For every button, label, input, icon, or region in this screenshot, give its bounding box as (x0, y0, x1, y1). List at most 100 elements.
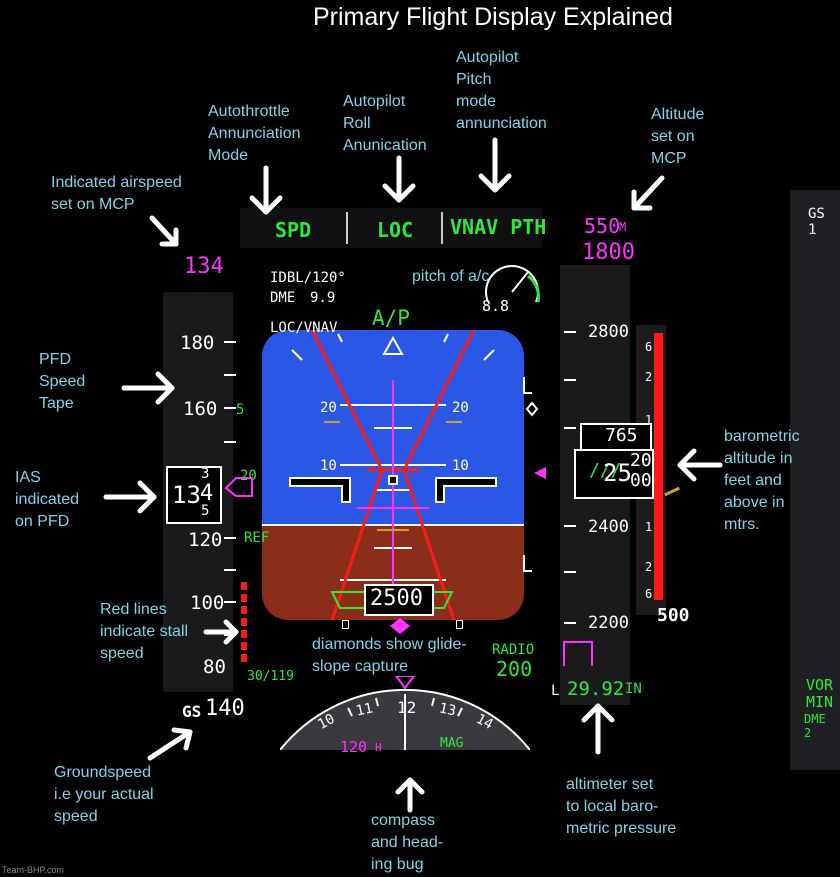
fma-bar (240, 208, 542, 248)
fma-divider (346, 212, 348, 244)
right-vor: VOR (806, 676, 834, 694)
arrow-altimeter-icon (581, 703, 615, 755)
speed-tick-180: 180 (180, 332, 215, 354)
glideslope-pointer (534, 467, 546, 479)
minimums-bracket (563, 641, 593, 666)
current-speed-roll-top: 3 (201, 466, 210, 482)
fma-divider (441, 212, 443, 244)
groundspeed-value: 140 (205, 696, 245, 721)
bank-pointer (382, 335, 404, 355)
fma-pitch: VNAV PTH (450, 215, 547, 239)
nav-mode: LOC/VNAV (270, 320, 338, 336)
deviation-mark-right (456, 620, 463, 629)
compass-tick-12: 12 (397, 698, 417, 717)
attitude-indicator: 20 10 10 20 (262, 330, 524, 620)
stall-speed-bar (241, 582, 247, 666)
mcp-altitude-meters-unit: M (619, 220, 627, 234)
flap-speed-5: 5 (236, 402, 245, 418)
vsi-scale-2-top: 2 (645, 370, 653, 384)
right-instrument-bezel (790, 190, 840, 770)
current-speed-small: 4 (200, 481, 214, 506)
vsi-scale-1-bottom: 1 (645, 520, 653, 534)
baro-label: L (551, 683, 560, 699)
mcp-speed: 134 (184, 254, 224, 279)
groundspeed-label: GS (182, 702, 202, 721)
compass-rose (280, 676, 530, 750)
speed-tick-80: 80 (203, 656, 226, 678)
right-dme: DME 2 (804, 712, 826, 740)
arrow-speed-tape-icon (121, 371, 175, 405)
radio-label: RADIO (492, 642, 535, 658)
annotation-pitch-of-ac: pitch of a/c (412, 268, 490, 285)
aircraft-symbol-left (289, 477, 351, 503)
current-speed-big: 13 (172, 481, 201, 509)
altitude-trend-hatch: /// (589, 460, 622, 481)
aircraft-symbol-right (435, 477, 497, 503)
arrow-speed-set-icon (149, 215, 179, 247)
pitch-label-right-20: 20 (452, 400, 469, 416)
pitch-label-right-10: 10 (452, 458, 469, 474)
aircraft-symbol-center (388, 475, 398, 485)
current-speed-roll-bottom: 5 (201, 503, 210, 519)
autopilot-status: A/P (372, 306, 410, 330)
vsi-scale-2-bottom: 2 (645, 560, 653, 574)
arrow-pitch-icon (478, 137, 512, 193)
pitch-label-left-10: 10 (320, 458, 337, 474)
dme-value: 9.9 (310, 290, 336, 306)
arrow-ias-icon (103, 480, 157, 514)
watermark: Team-BHP.com (2, 865, 64, 875)
current-altitude-small-top: 20 (630, 450, 652, 471)
ref-speed: REF (244, 530, 270, 546)
pitch-label-left-20: 20 (320, 400, 337, 416)
baro-unit: IN (625, 681, 642, 697)
pitch-value: 8.8 (482, 297, 510, 315)
fma-autothrottle: SPD (275, 218, 312, 242)
altitude-readout-box (574, 449, 654, 499)
arrow-roll-icon (382, 155, 416, 203)
arrow-barometric-icon (677, 448, 723, 482)
radio-altitude-value: 2500 (370, 586, 423, 611)
current-altitude-meters: 765 (605, 425, 638, 446)
selected-heading-unit: H (375, 741, 382, 754)
speed-tick-120: 120 (188, 529, 223, 551)
glideslope-diamond (390, 618, 410, 634)
arrow-autothrottle-icon (249, 165, 283, 215)
pitch-dial (485, 265, 540, 303)
speed-readout-box (166, 466, 222, 524)
heading-bug (394, 676, 416, 690)
localizer-deviation-marks (523, 377, 539, 572)
speed-tick-160: 160 (183, 398, 218, 420)
page-title: Primary Flight Display Explained (313, 3, 673, 31)
arrow-compass-icon (395, 777, 425, 813)
arrow-altitude-set-icon (631, 175, 665, 211)
right-gs: GS 1 (808, 206, 825, 238)
annotation-diamonds: diamonds show glide-slope capture (312, 636, 467, 675)
selected-heading: 120 (340, 738, 368, 756)
vsi-scale-1-top: 1 (645, 413, 653, 427)
fma-roll: LOC (377, 218, 414, 242)
vsi-red-bar (654, 333, 663, 600)
baro-value: 29.92 (567, 678, 625, 700)
mcp-altitude-feet: 1800 (582, 240, 635, 265)
speed-tick-100: 100 (190, 592, 225, 614)
vsi-scale-6-top: 6 (645, 340, 653, 354)
dme-label: DME (270, 290, 296, 306)
ils-ident: IDBL/120° (270, 270, 346, 286)
speed-tape-ticks (224, 341, 236, 636)
flap-ref: 30/119 (247, 669, 294, 684)
right-min: MIN (806, 693, 834, 711)
mcp-altitude-meters: 550 (584, 214, 621, 238)
radio-altitude-box (364, 584, 434, 616)
vsi-scale-6-bottom: 6 (645, 587, 653, 601)
